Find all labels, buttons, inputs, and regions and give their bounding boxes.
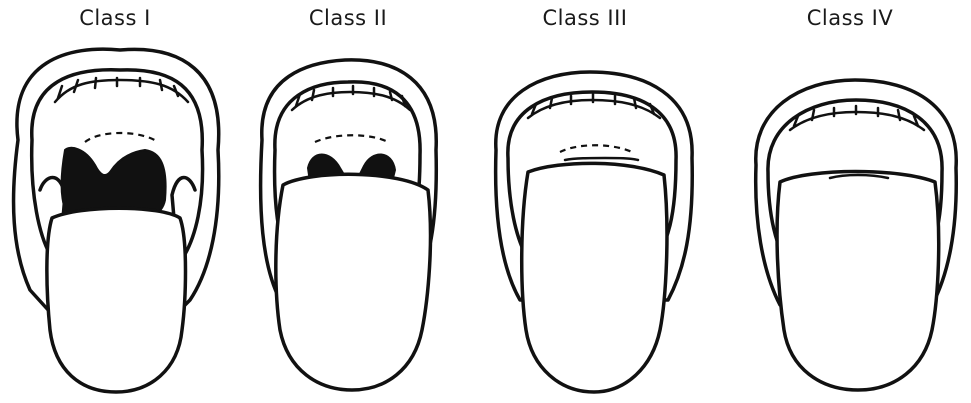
class-1-mouth bbox=[14, 49, 219, 392]
class-4-mouth bbox=[756, 80, 957, 390]
class-2-mouth bbox=[261, 60, 437, 390]
class-3-mouth bbox=[496, 72, 693, 392]
